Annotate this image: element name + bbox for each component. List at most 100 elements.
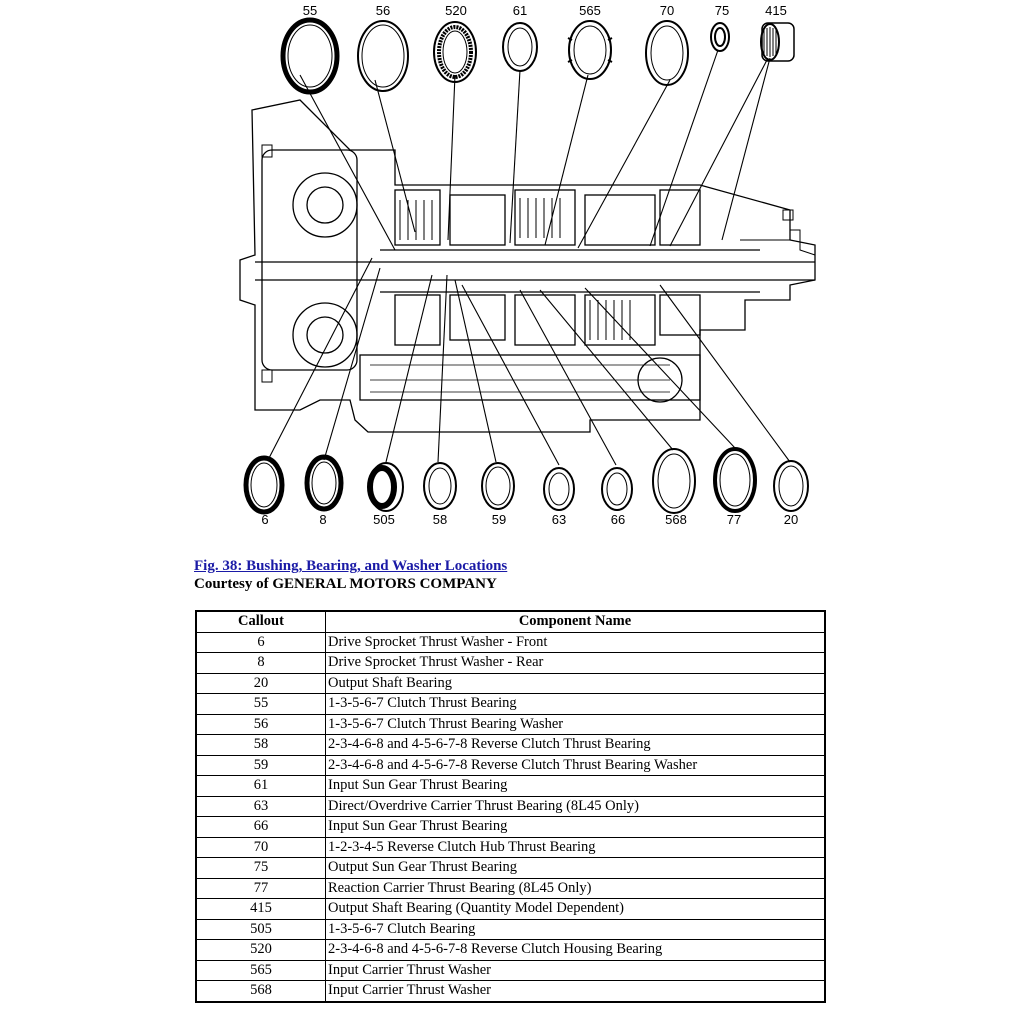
callout-cell: 70: [195, 836, 326, 858]
callout-cell: 55: [195, 693, 326, 715]
top-rings: [280, 17, 795, 95]
callout-top-415: 415: [765, 3, 787, 18]
callout-bottom-568: 568: [665, 512, 687, 527]
header-callout: Callout: [195, 610, 326, 633]
figure-title-link[interactable]: Fig. 38: Bushing, Bearing, and Washer Lo…: [194, 558, 508, 574]
callout-top-75: 75: [715, 3, 729, 18]
component-name-cell: Drive Sprocket Thrust Washer - Rear: [325, 652, 826, 674]
component-name-cell: Reaction Carrier Thrust Bearing (8L45 On…: [325, 877, 826, 899]
component-name-cell: 2-3-4-6-8 and 4-5-6-7-8 Reverse Clutch T…: [325, 754, 826, 776]
ring-63: [543, 467, 575, 511]
ring-505: [367, 462, 404, 512]
callout-bottom-8: 8: [319, 512, 326, 527]
ring-415: [760, 22, 795, 62]
ring-8: [304, 454, 344, 512]
component-name-cell: 1-2-3-4-5 Reverse Clutch Hub Thrust Bear…: [325, 836, 826, 858]
callout-bottom-77: 77: [727, 512, 741, 527]
ring-75: [710, 22, 730, 52]
bottom-callout-labels: 6 8 505 58 59 63 66 568 77 20: [261, 512, 798, 527]
component-name-cell: Drive Sprocket Thrust Washer - Front: [325, 631, 826, 653]
figure-caption: Fig. 38: Bushing, Bearing, and Washer Lo…: [194, 557, 834, 593]
callout-top-55: 55: [303, 3, 317, 18]
ring-77: [713, 447, 757, 513]
courtesy-line: Courtesy of GENERAL MOTORS COMPANY: [194, 576, 497, 592]
callout-top-70: 70: [660, 3, 674, 18]
ring-59: [481, 462, 515, 510]
component-name-cell: Input Carrier Thrust Washer: [325, 959, 826, 981]
callout-cell: 20: [195, 672, 326, 694]
callout-cell: 75: [195, 857, 326, 879]
ring-520: [433, 21, 477, 83]
callout-bottom-63: 63: [552, 512, 566, 527]
component-name-cell: 2-3-4-6-8 and 4-5-6-7-8 Reverse Clutch H…: [325, 939, 826, 961]
ring-568: [652, 448, 696, 514]
component-name-cell: Direct/Overdrive Carrier Thrust Bearing …: [325, 795, 826, 817]
callout-cell: 415: [195, 898, 326, 920]
component-name-cell: 2-3-4-6-8 and 4-5-6-7-8 Reverse Clutch T…: [325, 734, 826, 756]
leader-lines: [267, 49, 791, 466]
callout-cell: 61: [195, 775, 326, 797]
callout-cell: 6: [195, 631, 326, 653]
callout-bottom-20: 20: [784, 512, 798, 527]
callout-cell: 520: [195, 939, 326, 961]
component-name-cell: 1-3-5-6-7 Clutch Thrust Bearing: [325, 693, 826, 715]
callout-bottom-66: 66: [611, 512, 625, 527]
callout-cell: 505: [195, 918, 326, 940]
ring-20: [773, 460, 809, 512]
header-component-name: Component Name: [325, 610, 826, 633]
callout-bottom-59: 59: [492, 512, 506, 527]
callout-top-61: 61: [513, 3, 527, 18]
component-name-cell: 1-3-5-6-7 Clutch Bearing: [325, 918, 826, 940]
component-name-cell: Input Sun Gear Thrust Bearing: [325, 816, 826, 838]
callout-top-565: 565: [579, 3, 601, 18]
component-name-cell: Input Carrier Thrust Washer: [325, 980, 826, 1002]
callout-cell: 56: [195, 713, 326, 735]
callout-cell: 59: [195, 754, 326, 776]
component-name-cell: Output Sun Gear Thrust Bearing: [325, 857, 826, 879]
bottom-rings: [243, 447, 809, 515]
transmission-diagram: 55 56 520 61 565 70 75 415 6 8 505 58 59…: [239, 3, 816, 527]
component-name-cell: 1-3-5-6-7 Clutch Thrust Bearing Washer: [325, 713, 826, 735]
ring-565: [567, 20, 613, 80]
component-name-cell: Output Shaft Bearing (Quantity Model Dep…: [325, 898, 826, 920]
ring-70: [645, 20, 689, 86]
callout-cell: 77: [195, 877, 326, 899]
component-name-cell: Output Shaft Bearing: [325, 672, 826, 694]
ring-61: [502, 22, 538, 72]
callout-top-56: 56: [376, 3, 390, 18]
ring-66: [601, 467, 633, 511]
callout-bottom-6: 6: [261, 512, 268, 527]
callout-bottom-505: 505: [373, 512, 395, 527]
callout-cell: 565: [195, 959, 326, 981]
callout-cell: 66: [195, 816, 326, 838]
ring-58: [423, 462, 457, 510]
component-name-cell: Input Sun Gear Thrust Bearing: [325, 775, 826, 797]
callout-top-520: 520: [445, 3, 467, 18]
transmission-cross-section: [239, 99, 816, 433]
table-header-row: Callout Component Name: [195, 610, 826, 633]
ring-56: [357, 20, 409, 92]
callout-cell: 568: [195, 980, 326, 1002]
callout-bottom-58: 58: [433, 512, 447, 527]
top-callout-labels: 55 56 520 61 565 70 75 415: [303, 3, 787, 18]
